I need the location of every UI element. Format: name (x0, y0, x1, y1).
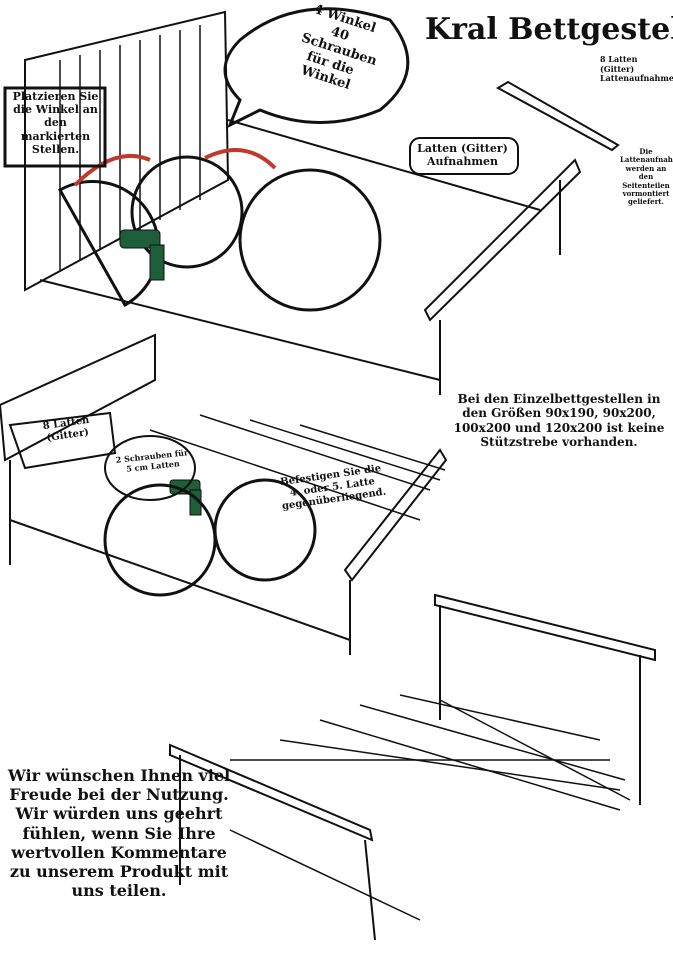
page-title: Kral Bettgestell (425, 12, 673, 47)
slat-receptacle-image (495, 80, 620, 152)
legend-line: Lattenaufnahmen (600, 73, 673, 84)
thank-you-message: Wir wünschen Ihnen viel Freude bei der N… (7, 766, 231, 901)
red-arrows (73, 148, 277, 187)
bed-frame-step1 (24, 10, 582, 395)
bed-frame-step2 (0, 333, 448, 655)
speech-bubble-top (223, 7, 410, 129)
single-bed-note: Bei den Einzelbettgestellen in den Größe… (453, 392, 665, 450)
detail-circles (57, 155, 382, 312)
drill-icon (119, 229, 202, 516)
place-angles-note: Platzieren Sie die Winkel an den markier… (12, 90, 99, 156)
latten-label-box (409, 137, 519, 175)
legend-line: (Gitter) (600, 63, 635, 74)
note-box-left (3, 86, 107, 168)
legend-line: 8 Latten (600, 54, 638, 64)
bed-frame-step3 (169, 593, 656, 941)
slats-legend: 8 Latten (Gitter) Lattenaufnahmen (600, 54, 673, 84)
premounted-note: Die Lattenaufnahmen werden an den Seiten… (620, 147, 673, 207)
latten-receptacle-label: Latten (Gitter) Aufnahmen (417, 142, 508, 169)
